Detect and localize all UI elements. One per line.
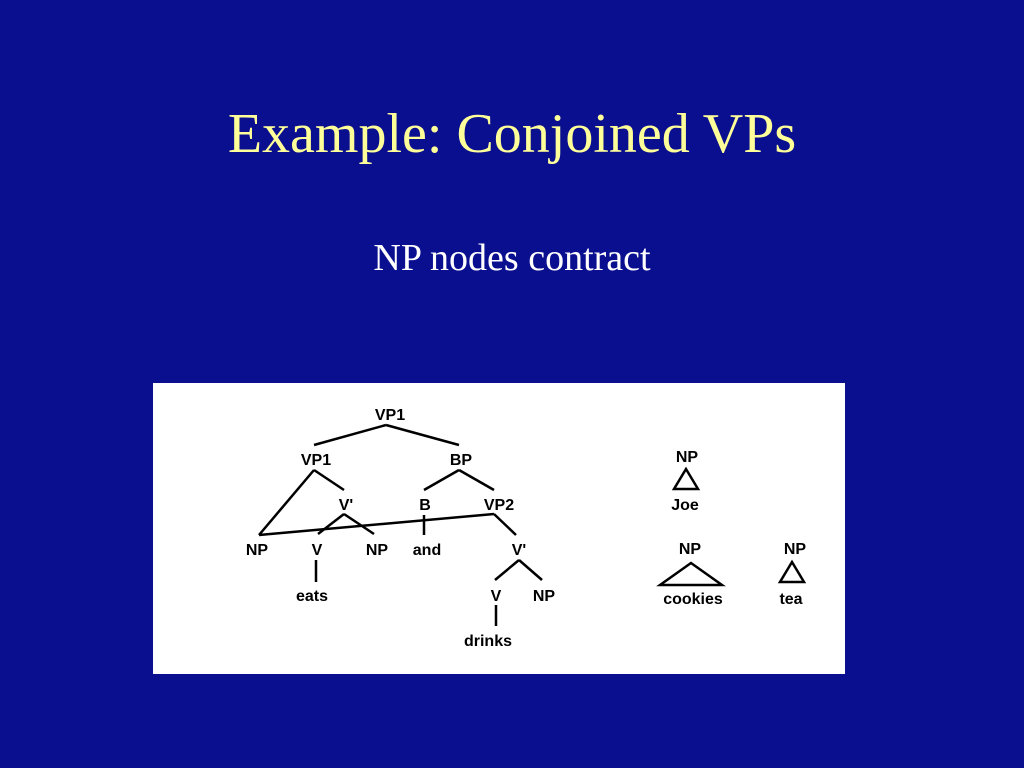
edge-bp-vp2 [458,468,495,492]
tea-np-label: NP [784,541,807,558]
edge-vp1left-np [258,469,315,536]
node-vp1-top: VP1 [375,407,405,424]
joe-np-label: NP [676,449,699,466]
node-v-left: V [312,542,323,559]
slide-title: Example: Conjoined VPs [227,103,797,165]
elementary-tree-joe: NP Joe [671,449,701,514]
word-eats: eats [296,588,328,605]
edge-vbar-np [343,512,375,536]
edge-vp1left-vbar [313,468,345,492]
edge-vbar-npright [518,559,543,581]
joe-triangle [671,466,701,491]
edge-bp-b [423,468,460,492]
cookies-triangle [656,561,726,587]
edge-vbar-vright [494,559,520,581]
node-np-subj: NP [246,542,269,559]
elementary-tree-cookies: NP cookies [656,541,726,608]
node-b: B [419,497,431,514]
diagram-panel: VP1 VP1 BP V' B VP2 NP V NP and V' eats … [153,383,845,674]
edge-vp1-bp [385,423,460,447]
node-bp: BP [450,452,473,469]
edge-vp1-vp1left [313,423,387,447]
node-np-obj-left: NP [366,542,389,559]
node-vp1-left: VP1 [301,452,331,469]
elementary-tree-tea: NP tea [777,541,807,608]
tea-triangle [777,559,807,584]
node-v-right: V [491,588,502,605]
cookies-np-label: NP [679,541,702,558]
node-vp2: VP2 [484,497,514,514]
edge-vbar-v [317,513,345,535]
edge-np-contracted [258,512,495,537]
word-cookies: cookies [663,591,723,608]
syntax-tree-diagram: VP1 VP1 BP V' B VP2 NP V NP and V' eats … [246,407,807,650]
word-and: and [413,542,441,559]
node-vbar-left: V' [339,497,353,514]
node-vbar-right: V' [512,542,526,559]
edge-vp2-vbar [493,513,517,536]
word-joe: Joe [671,497,699,514]
slide-subtitle: NP nodes contract [373,237,651,279]
tree-edges [258,423,543,626]
node-np-obj-right: NP [533,588,556,605]
word-drinks: drinks [464,633,512,650]
word-tea: tea [779,591,802,608]
